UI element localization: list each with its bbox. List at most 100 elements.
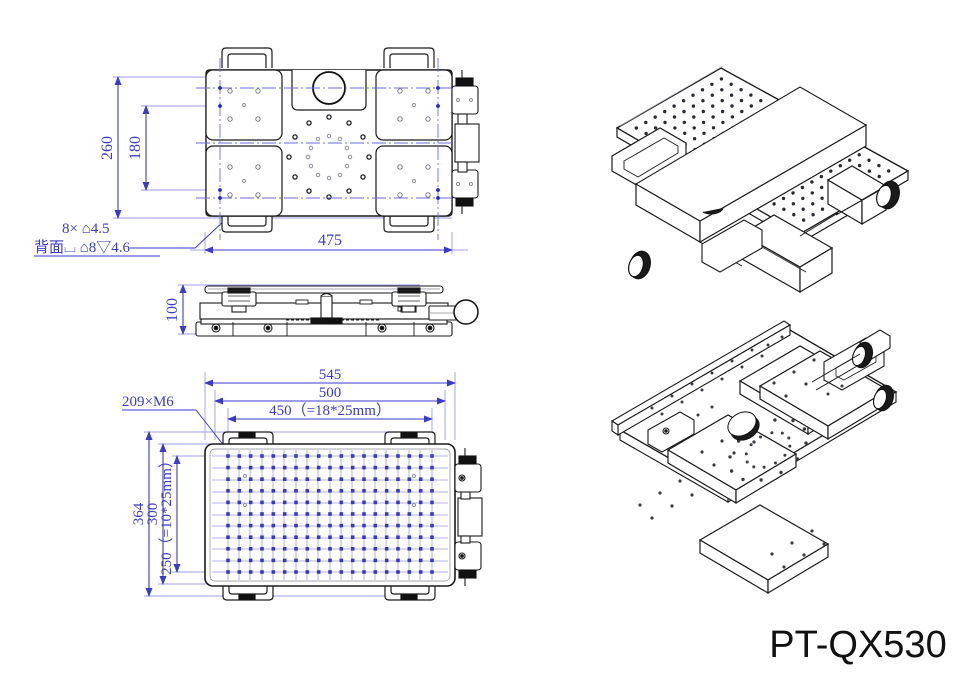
grid-hole <box>260 512 264 516</box>
grid-hole <box>328 454 332 458</box>
grid-hole <box>362 512 366 516</box>
grid-hole <box>418 489 423 493</box>
grid-hole <box>407 547 412 551</box>
grid-hole <box>237 558 242 563</box>
perforation-hole <box>634 126 638 130</box>
perforation-hole <box>759 98 763 103</box>
grid-hole <box>339 477 344 481</box>
grid-hole <box>282 477 287 481</box>
grid-hole <box>237 489 242 493</box>
side-view-base-details <box>232 305 416 336</box>
perforation-hole <box>682 120 686 125</box>
grid-hole <box>418 465 423 470</box>
grid-hole <box>316 477 321 481</box>
grid-hole <box>339 523 344 528</box>
grid-hole <box>305 465 310 470</box>
grid-hole <box>362 523 366 528</box>
perforation-hole <box>740 109 744 114</box>
grid-hole <box>373 570 378 574</box>
grid-hole <box>248 454 253 458</box>
bolt-circle-hole <box>729 469 734 473</box>
perforation-hole <box>653 115 657 119</box>
grid-hole <box>260 570 264 574</box>
grid-hole <box>271 512 276 516</box>
iso-top-stage <box>611 86 900 294</box>
grid-hole <box>384 535 389 539</box>
grid-hole <box>362 477 366 481</box>
grid-hole <box>339 558 344 563</box>
grid-hole <box>350 454 355 458</box>
grid-hole <box>430 535 434 539</box>
grid-hole <box>407 512 412 516</box>
grid-hole <box>362 489 366 493</box>
grid-hole <box>407 535 412 539</box>
grid-hole <box>305 489 310 493</box>
grid-hole <box>430 500 434 505</box>
grid-hole <box>396 558 400 563</box>
perforation-hole <box>691 93 695 97</box>
grid-hole <box>316 523 321 528</box>
grid-hole <box>384 500 389 505</box>
grid-hole <box>373 489 378 493</box>
perforation-hole <box>701 109 705 114</box>
grid-hole <box>350 500 355 505</box>
top-view-node-dots <box>218 86 440 200</box>
perforation-hole <box>701 120 706 125</box>
grid-hole <box>260 547 264 551</box>
grid-hole <box>294 465 298 470</box>
grid-hole <box>294 454 298 458</box>
grid-hole <box>305 523 310 528</box>
perforation-hole <box>811 202 815 206</box>
grid-hole <box>328 523 332 528</box>
grid-hole <box>294 558 298 563</box>
grid-hole <box>226 454 230 458</box>
grid-hole <box>407 500 412 505</box>
perforation-hole <box>820 196 824 200</box>
perforation-hole <box>720 88 724 92</box>
grid-hole <box>430 454 434 458</box>
bolt-circle-hole <box>759 478 763 482</box>
perforation-hole <box>673 126 677 130</box>
top-view: 260 180 475 8× ⌂4.5 背面⌴ ⌂8▽4.6 <box>34 47 480 257</box>
perforation-hole <box>848 158 852 162</box>
grid-hole <box>271 477 276 481</box>
bottom-view-actuator <box>454 448 483 586</box>
grid-hole <box>248 523 253 528</box>
grid-hole <box>362 558 366 563</box>
grid-hole <box>418 547 423 551</box>
top-view-plate <box>205 47 453 233</box>
grid-hole <box>237 523 242 528</box>
grid-hole <box>373 558 378 563</box>
grid-hole <box>294 523 298 528</box>
bolt-circle-hole <box>741 477 745 482</box>
side-view-top-plate <box>204 285 444 294</box>
part-number-label: PT-QX530 <box>769 624 946 666</box>
iso-bottom-actuator <box>701 219 895 412</box>
perforation-hole <box>857 153 861 157</box>
perforation-hole <box>820 185 824 190</box>
bolt-circle-hole <box>759 435 762 439</box>
grid-hole <box>260 535 264 539</box>
side-view-assembly <box>195 285 479 337</box>
dimension-545: 545 <box>204 367 456 387</box>
grid-hole <box>282 535 287 539</box>
grid-hole <box>407 489 412 493</box>
perforation-hole <box>653 126 658 130</box>
grid-hole <box>373 523 378 528</box>
grid-hole <box>237 454 242 458</box>
grid-hole <box>396 489 400 493</box>
grid-hole <box>305 558 310 563</box>
grid-hole <box>226 558 230 563</box>
perforation-hole <box>692 137 697 141</box>
dimension-180: 180 <box>127 105 150 191</box>
dimension-260: 260 <box>99 76 122 219</box>
grid-hole <box>384 570 389 574</box>
hole-note-line-2: 背面⌴ ⌂8▽4.6 <box>34 239 131 256</box>
grid-hole <box>316 570 321 574</box>
bolt-circle-hole <box>728 455 732 459</box>
dimension-450: 450（=18*25mm） <box>227 402 433 423</box>
bolt-circle-hole <box>804 441 808 445</box>
grid-hole <box>226 570 230 574</box>
grid-hole <box>430 489 434 493</box>
